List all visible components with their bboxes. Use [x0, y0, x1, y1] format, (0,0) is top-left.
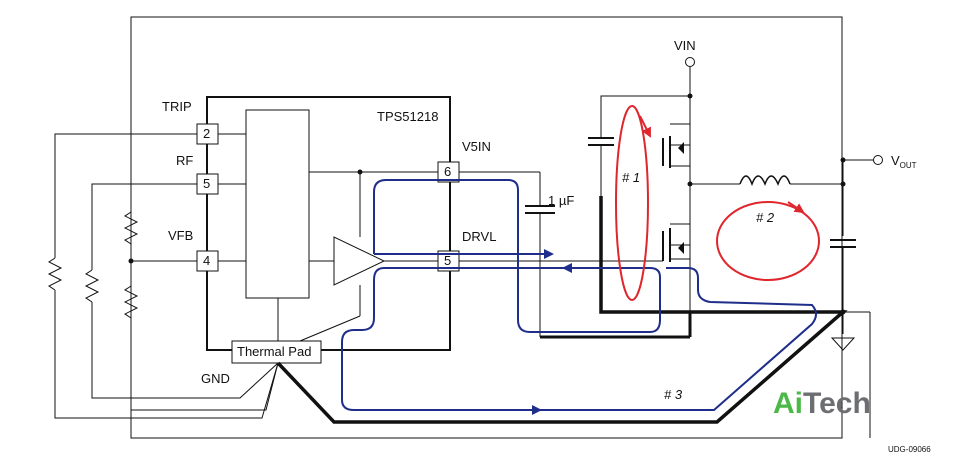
pin-label-rf: RF	[176, 153, 193, 168]
pin-label-v5in: V5IN	[462, 139, 491, 154]
low-side-mosfet	[662, 223, 691, 262]
inductor	[739, 175, 791, 187]
driver-buffer	[333, 236, 386, 286]
pin-label-trip: TRIP	[162, 99, 192, 114]
cap-1uf-label: 1 µF	[548, 193, 574, 208]
ic-inner-block	[245, 109, 310, 299]
high-side-mosfet	[662, 123, 691, 168]
pin-label-vfb: VFB	[168, 228, 193, 243]
gate-drive-loop-path	[373, 179, 661, 333]
resistor-rf	[84, 269, 100, 303]
loop-label-2: # 2	[756, 210, 775, 225]
vout-label: VOUT	[891, 153, 917, 170]
pin-number-rf: 5	[203, 176, 210, 191]
watermark-logo: AiTech	[773, 387, 871, 420]
pin-label-drvl: DRVL	[462, 229, 496, 244]
ground-symbol	[830, 337, 856, 351]
output-loop-2-arrow	[787, 201, 805, 214]
vin-terminal	[685, 57, 695, 67]
resistor-vfb-bottom	[123, 285, 139, 319]
vin-label: VIN	[674, 38, 696, 53]
pin-number-trip: 2	[203, 126, 210, 141]
figure-id: UDG-09066	[888, 445, 931, 454]
output-loop-2	[716, 201, 820, 281]
pin-number-vfb: 4	[203, 253, 210, 268]
thermal-pad	[231, 340, 322, 364]
pin-number-drvl: 5	[444, 253, 451, 268]
loop-label-1: # 1	[622, 170, 640, 185]
power-ground-trace	[276, 196, 848, 424]
pin-number-v5in: 6	[444, 164, 451, 179]
input-loop-1-arrow	[639, 115, 651, 138]
board-outline	[130, 16, 843, 439]
thermal-pad-label: Thermal Pad	[237, 344, 311, 359]
resistor-trip	[47, 257, 63, 291]
gnd-label: GND	[201, 371, 230, 386]
ic-body	[206, 96, 451, 351]
input-loop-1	[615, 105, 649, 301]
resistor-vfb-top	[123, 211, 139, 245]
vout-terminal	[873, 155, 883, 165]
loop-label-3: # 3	[664, 387, 683, 402]
ic-name: TPS51218	[377, 109, 438, 124]
